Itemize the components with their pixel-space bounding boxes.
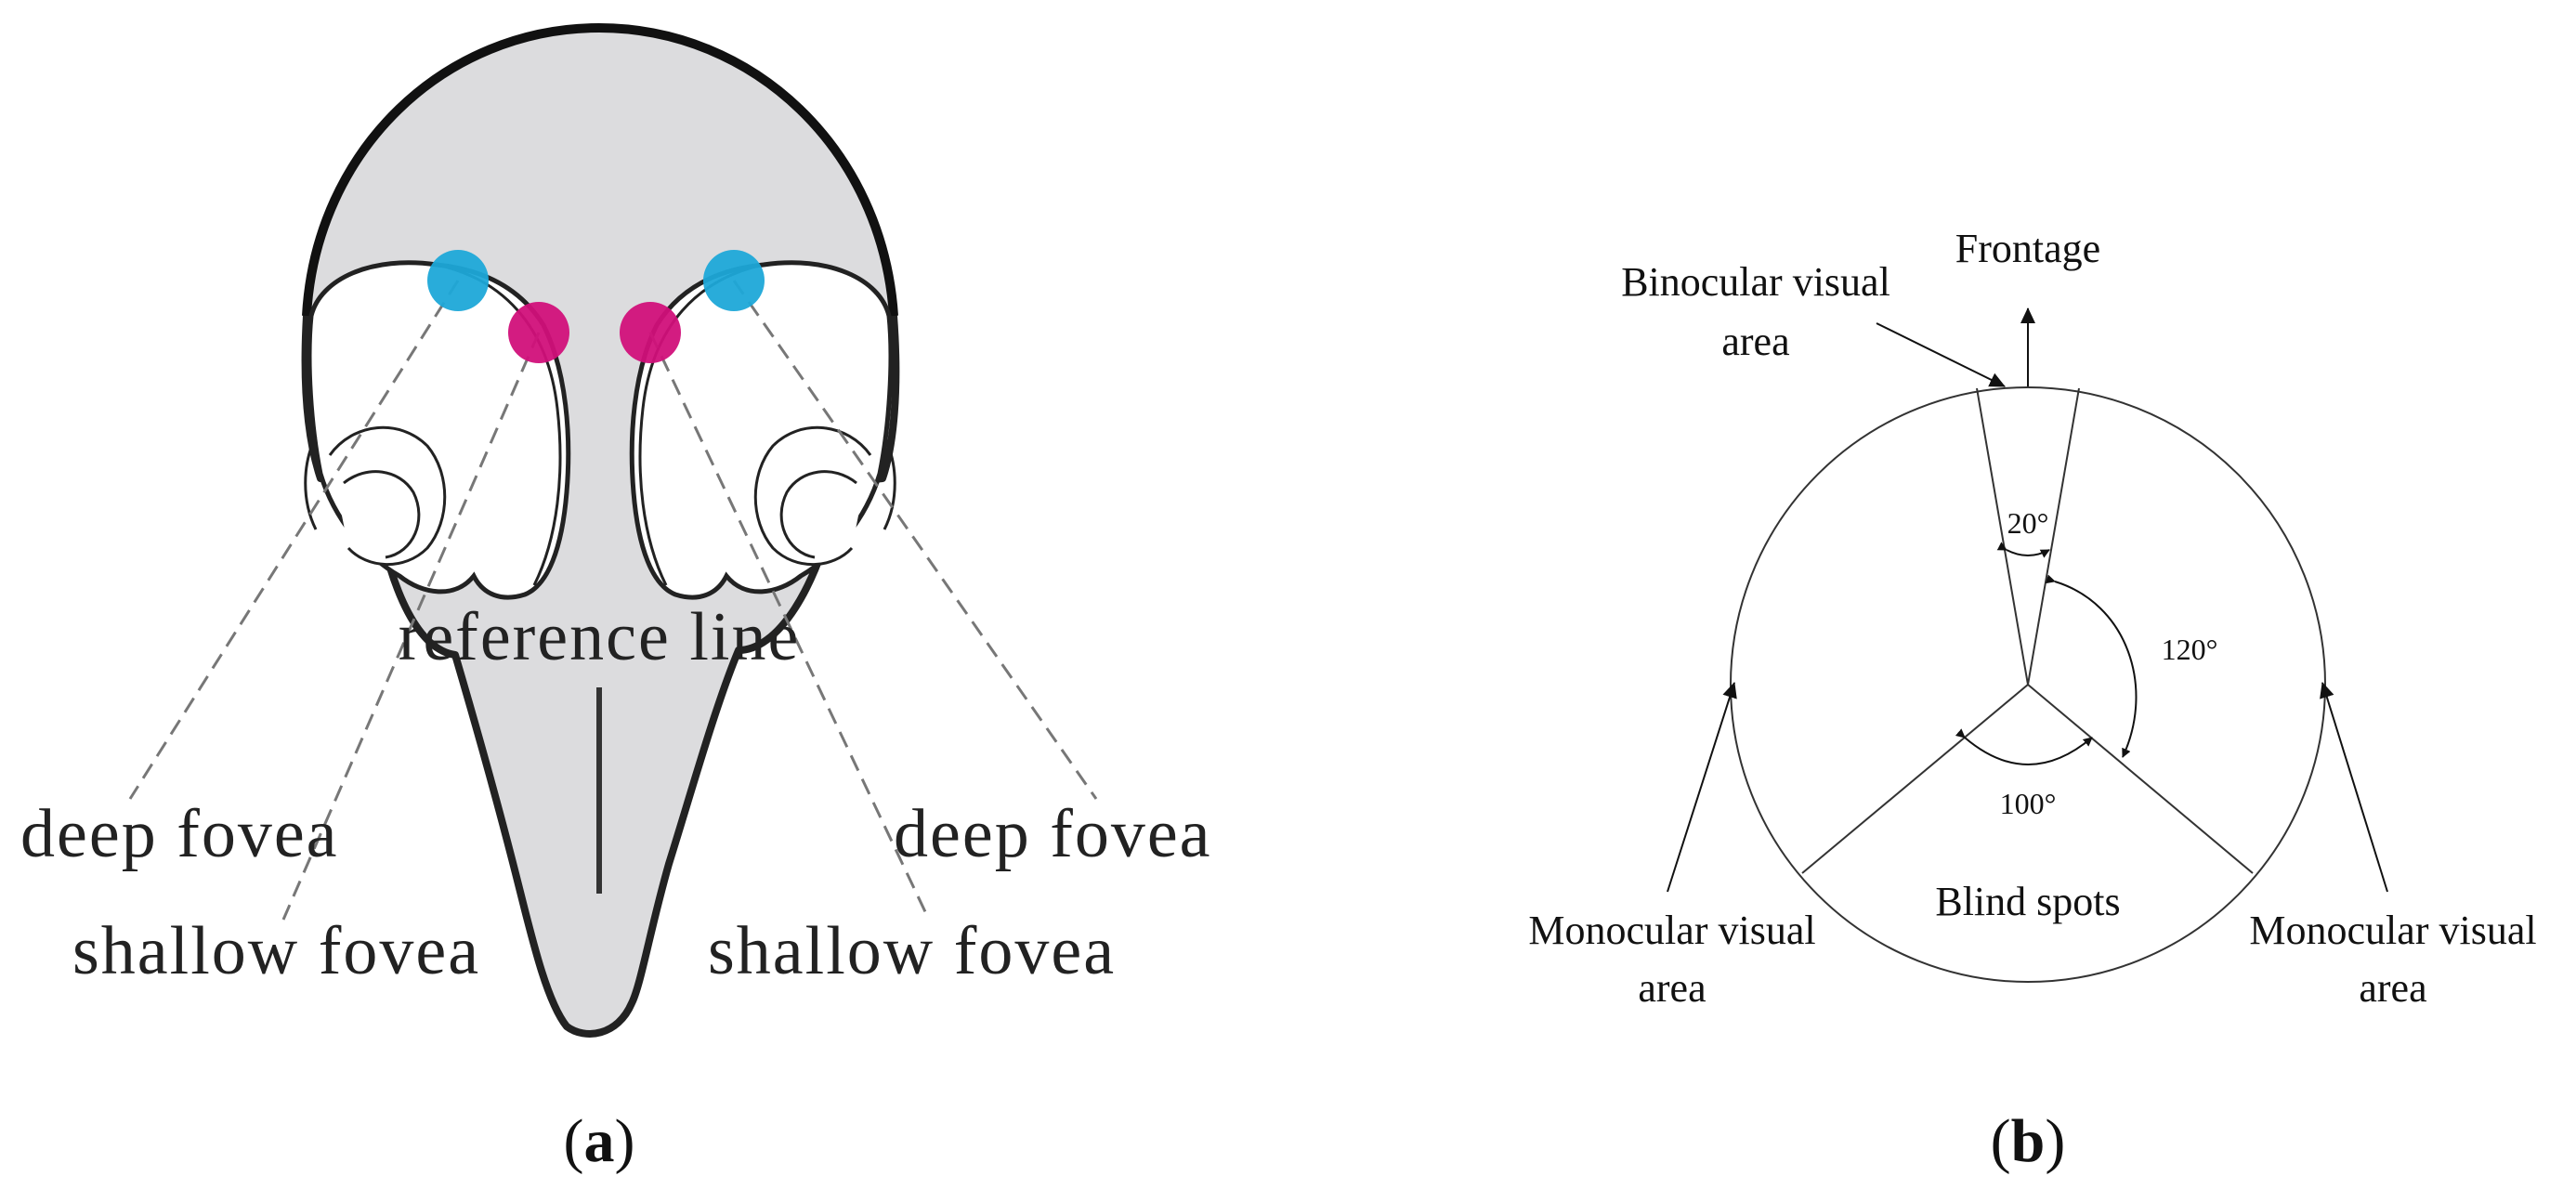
angle-arc-120 bbox=[2045, 574, 2138, 758]
right-shallow-fovea-dot bbox=[620, 302, 681, 363]
frontage-label: Frontage bbox=[1955, 226, 2100, 271]
left-shallow-fovea-label: shallow fovea bbox=[72, 913, 480, 989]
panel-a: reference line deep fovea shallow fovea … bbox=[20, 22, 1212, 1175]
left-eye-socket bbox=[304, 260, 571, 600]
right-deep-fovea-line bbox=[732, 280, 1098, 800]
skull-crown bbox=[302, 22, 898, 317]
blind-line-right bbox=[2027, 684, 2254, 874]
binocular-label-line2: area bbox=[1721, 319, 1789, 364]
mono-right-arrow bbox=[2320, 682, 2388, 893]
angle-20-label: 20° bbox=[2007, 506, 2049, 540]
left-shallow-fovea-line bbox=[281, 332, 541, 921]
blind-line-left bbox=[1801, 684, 2029, 874]
right-shallow-fovea-label: shallow fovea bbox=[708, 913, 1116, 989]
panel-b-caption: (b) bbox=[1991, 1107, 2066, 1175]
angle-arc-100 bbox=[1955, 728, 2093, 765]
binocular-label-line1: Binocular visual bbox=[1621, 259, 1890, 305]
mono-left-line1: Monocular visual bbox=[1528, 908, 1815, 953]
angle-120-label: 120° bbox=[2162, 633, 2218, 666]
mono-left-line2: area bbox=[1638, 965, 1706, 1011]
binocular-line-left bbox=[1976, 387, 2029, 686]
blind-spots-label: Blind spots bbox=[1935, 879, 2120, 924]
left-shallow-fovea-dot bbox=[508, 302, 569, 363]
right-deep-fovea-dot bbox=[703, 250, 765, 311]
right-eye-socket bbox=[629, 260, 896, 600]
left-deep-fovea-dot bbox=[427, 250, 489, 311]
panel-a-caption: (a) bbox=[564, 1107, 635, 1175]
left-deep-fovea-label: deep fovea bbox=[20, 796, 339, 872]
right-deep-fovea-label: deep fovea bbox=[894, 796, 1212, 872]
mono-right-line2: area bbox=[2359, 965, 2426, 1011]
right-shallow-fovea-line bbox=[648, 332, 931, 921]
binocular-line-right bbox=[2027, 387, 2080, 686]
mono-left-arrow bbox=[1667, 682, 1737, 893]
angle-100-label: 100° bbox=[2000, 787, 2057, 820]
angle-arc-20 bbox=[1996, 542, 2050, 558]
mono-right-line1: Monocular visual bbox=[2249, 908, 2536, 953]
fovea-dashed-lines bbox=[128, 280, 1098, 921]
binocular-arrow bbox=[1876, 322, 2006, 387]
reference-line-label: reference line bbox=[399, 599, 801, 675]
panel-b: Frontage Binocular visual area 20° 120° … bbox=[1528, 226, 2536, 1175]
